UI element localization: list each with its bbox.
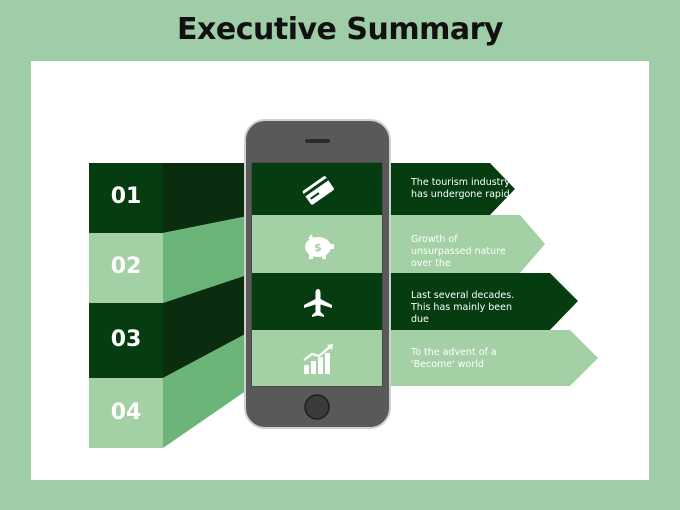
screen-row-04: [252, 330, 382, 386]
step-number-02: 02: [110, 254, 142, 279]
phone-speaker: [305, 139, 330, 143]
fold-face-02: [163, 215, 253, 303]
growth-chart-icon: [298, 343, 338, 377]
step-number-03: 03: [110, 327, 142, 352]
airplane-icon: [298, 286, 338, 320]
step-text-01: The tourism industry has undergone rapid: [411, 177, 510, 200]
step-text-03: Last several decades. This has mainly be…: [411, 290, 515, 325]
step-number-01: 01: [110, 184, 142, 209]
phone-home-button: [304, 394, 330, 420]
step-block-01: [89, 163, 163, 233]
step-text-04: To the advent of a 'Become' world: [411, 347, 497, 370]
step-block-02: [89, 233, 163, 303]
slide-title: Executive Summary: [177, 12, 503, 47]
fold-face-04: [163, 330, 253, 448]
fold-face-01: [163, 163, 253, 233]
step-number-04: 04: [110, 400, 142, 425]
step-block-04: [89, 378, 163, 448]
piggy-bank-icon: $: [298, 229, 338, 263]
fold-face-03: [163, 273, 253, 378]
svg-text:$: $: [314, 241, 322, 254]
step-block-03: [89, 303, 163, 378]
credit-card-icon: [298, 173, 338, 207]
step-text-02: Growth of unsurpassed nature over the: [411, 234, 506, 269]
